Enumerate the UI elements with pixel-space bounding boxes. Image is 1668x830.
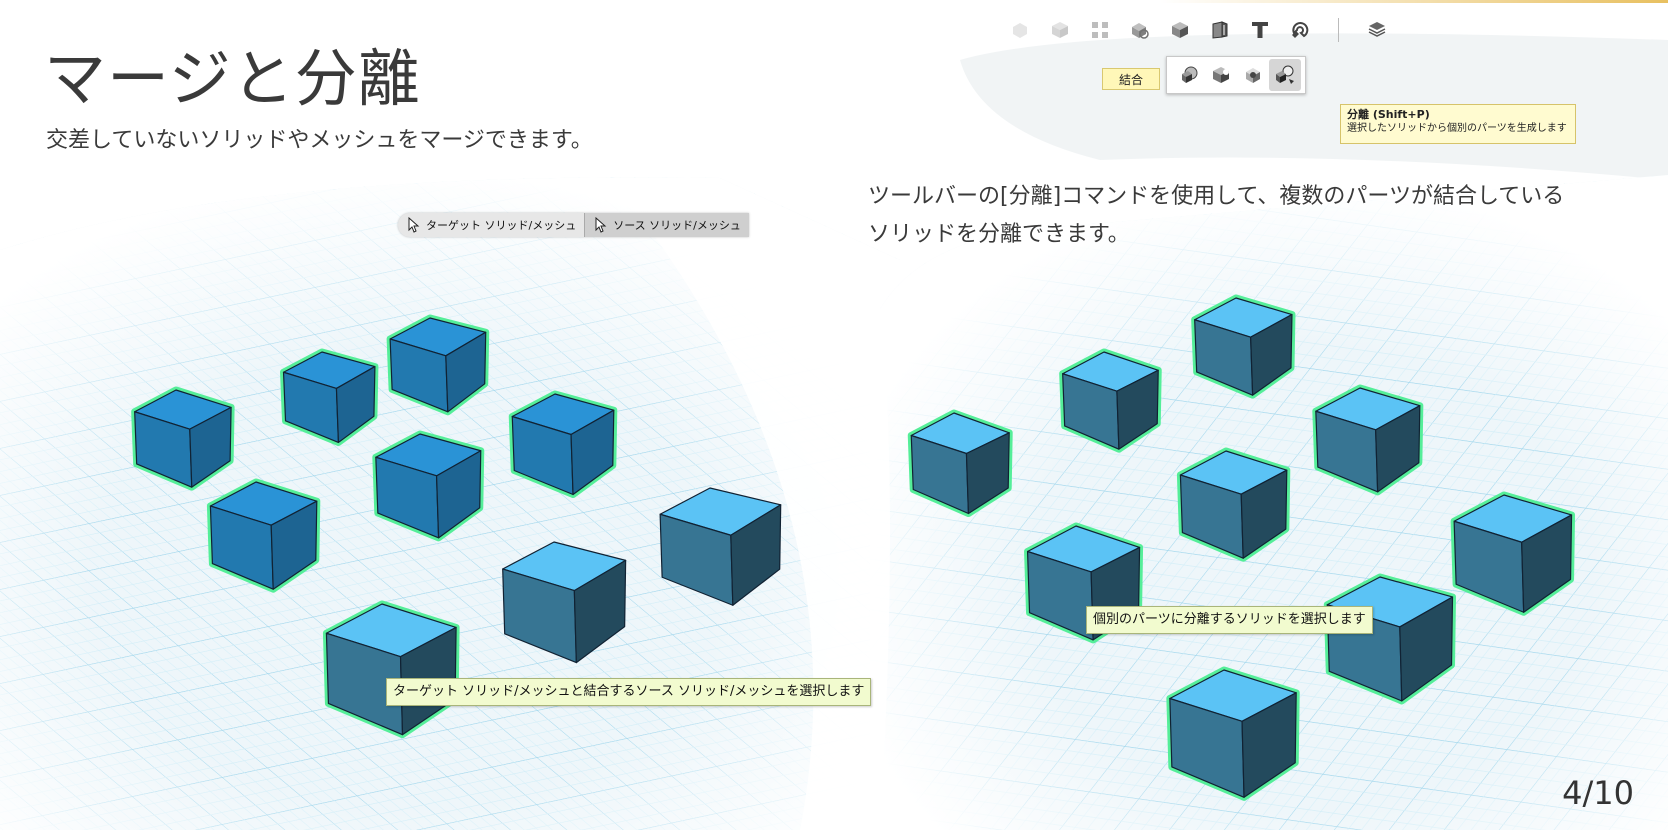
source-selection-label: ソース ソリッド/メッシュ	[613, 219, 741, 232]
target-cube[interactable]	[280, 348, 379, 446]
combine-label: 結合	[1102, 68, 1160, 90]
target-cube[interactable]	[386, 314, 490, 416]
target-cube[interactable]	[372, 430, 485, 542]
title-bar-accent	[1160, 0, 1668, 3]
separate-tooltip: 分離 (Shift+P) 選択したソリッドから個別のパーツを生成します	[1340, 104, 1576, 144]
target-cube[interactable]	[131, 386, 235, 491]
page-number: 4/10	[1562, 774, 1634, 812]
slide-subtitle: 交差していないソリッドやメッシュをマージできます。	[46, 128, 593, 153]
cube-right-face	[570, 409, 615, 496]
merge-icon[interactable]	[1173, 59, 1205, 91]
source-selection-button[interactable]: ソース ソリッド/メッシュ	[584, 213, 749, 237]
source-cube[interactable]	[1450, 491, 1576, 616]
source-cube[interactable]	[1059, 348, 1162, 453]
target-selection-button[interactable]: ターゲット ソリッド/メッシュ	[398, 213, 584, 237]
primitive-box-icon[interactable]	[1040, 10, 1080, 50]
cube-right-face	[1250, 313, 1293, 396]
separate-icon[interactable]	[1269, 59, 1301, 91]
layers-icon[interactable]	[1357, 10, 1397, 50]
target-cube[interactable]	[206, 478, 321, 593]
measure-icon[interactable]	[1200, 10, 1240, 50]
intersect-icon[interactable]	[1237, 59, 1269, 91]
cube-right-face	[335, 365, 376, 444]
cube-right-face	[435, 450, 482, 539]
cube-right-face	[573, 559, 627, 664]
cube-right-face	[730, 504, 782, 606]
source-cube[interactable]	[1191, 294, 1296, 399]
separate-hint: 個別のパーツに分離するソリッドを選択します	[1086, 606, 1373, 634]
merge-hint: ターゲット ソリッド/メッシュと結合するソース ソリッド/メッシュを選択します	[386, 678, 872, 706]
source-cube[interactable]	[659, 487, 782, 606]
target-cube[interactable]	[508, 390, 618, 498]
source-cube[interactable]	[1176, 447, 1291, 562]
cube-right-face	[1399, 596, 1454, 702]
toolbar-separator	[1338, 18, 1339, 42]
cursor-arrow-icon	[595, 216, 607, 236]
separate-tooltip-title: 分離 (Shift+P)	[1347, 108, 1430, 121]
cube-right-face	[1116, 369, 1159, 450]
separate-tooltip-desc: 選択したソリッドから個別のパーツを生成します	[1347, 123, 1567, 134]
source-cube[interactable]	[502, 541, 627, 664]
pattern-icon[interactable]	[1080, 10, 1120, 50]
cube-right-face	[1240, 469, 1288, 559]
slide-title: マージと分離	[44, 42, 421, 115]
combine-icon[interactable]	[1160, 10, 1200, 50]
cube-right-face	[965, 432, 1010, 515]
cube-right-face	[1241, 692, 1297, 798]
source-cube[interactable]	[1312, 384, 1424, 496]
combine-flyout	[1166, 56, 1306, 94]
source-cube[interactable]	[1166, 666, 1300, 801]
merge-selection-bar: ターゲット ソリッド/メッシュ ソース ソリッド/メッシュ	[398, 213, 749, 237]
separate-description: ツールバーの[分離]コマンドを使用して、複数のパーツが結合しているソリッドを分離…	[868, 184, 1565, 247]
target-selection-label: ターゲット ソリッド/メッシュ	[426, 219, 577, 232]
cursor-arrow-icon	[408, 216, 420, 236]
cube-right-face	[189, 406, 232, 488]
main-toolbar	[1000, 8, 1668, 52]
faded-tool-icon[interactable]	[1000, 10, 1040, 50]
text-icon[interactable]	[1240, 10, 1280, 50]
cube-right-face	[1375, 405, 1421, 493]
cube-right-face	[1521, 514, 1573, 613]
boolean-icon[interactable]	[1120, 10, 1160, 50]
subtract-icon[interactable]	[1205, 59, 1237, 91]
snap-magnet-icon[interactable]	[1280, 10, 1320, 50]
cube-right-face	[445, 331, 487, 413]
cube-right-face	[270, 500, 318, 590]
source-cube[interactable]	[907, 409, 1013, 517]
